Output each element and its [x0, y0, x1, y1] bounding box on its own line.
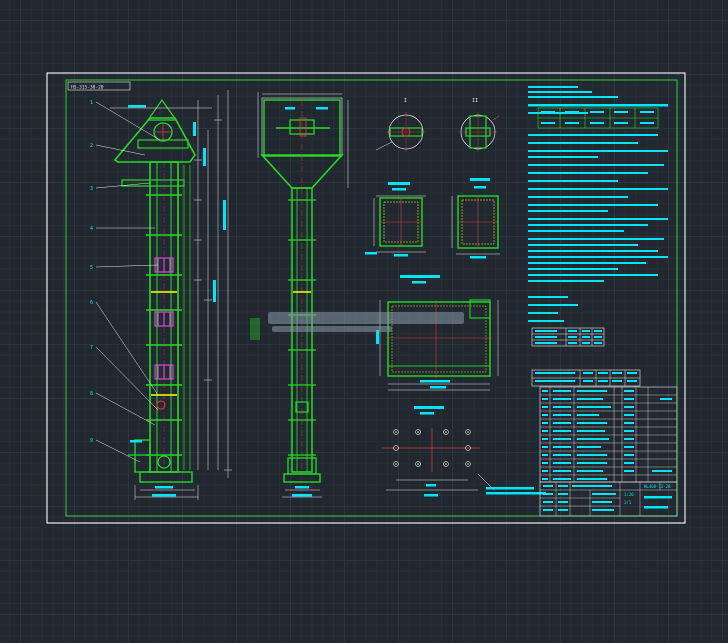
section-label-I: I — [404, 98, 407, 104]
part-number: 6 — [90, 300, 93, 306]
part-number: 9 — [90, 438, 93, 444]
title-box-code: HS-315-30-20 — [71, 85, 104, 91]
elevator-side-elevation — [113, 98, 196, 483]
params-table — [531, 327, 605, 347]
foundation-plan — [382, 406, 546, 497]
sheet-border — [46, 72, 686, 524]
part-number-labels: 1 2 3 4 5 6 7 8 9 — [90, 100, 93, 444]
sheet-number: 1/1 — [624, 500, 632, 505]
title-block: HL400-13-28 1:20 1/1 — [539, 481, 678, 517]
spec-table — [531, 369, 641, 387]
dimension-lines-left — [110, 90, 232, 500]
parts-list-table — [539, 386, 678, 483]
dimension-text-center — [285, 107, 328, 497]
part-number: 3 — [90, 186, 93, 192]
ghost-overlay — [268, 312, 464, 332]
part-number: 8 — [90, 391, 93, 397]
dimension-lines-center — [257, 92, 349, 498]
part-number: 2 — [90, 143, 93, 149]
detail-section-II: II — [458, 98, 500, 152]
technical-notes — [528, 86, 668, 114]
detail-square-left — [365, 182, 426, 257]
detail-square-right — [451, 178, 500, 259]
plan-view — [376, 275, 499, 391]
drawing-frame — [65, 79, 678, 517]
notes-table-top — [537, 107, 659, 129]
part-number: 1 — [90, 100, 93, 106]
part-number: 4 — [90, 226, 93, 232]
drawing-number: HL400-13-28 — [644, 484, 671, 489]
part-number: 5 — [90, 265, 93, 271]
scale-value: 1:20 — [624, 492, 634, 497]
part-number: 7 — [90, 345, 93, 351]
technical-notes-body — [528, 111, 668, 322]
section-label-II: II — [472, 98, 478, 104]
title-box — [67, 81, 131, 91]
detail-section-I: I — [375, 98, 426, 152]
elevator-front-elevation — [250, 97, 344, 483]
dimension-text-left — [128, 105, 226, 497]
leader-lines — [95, 101, 161, 463]
